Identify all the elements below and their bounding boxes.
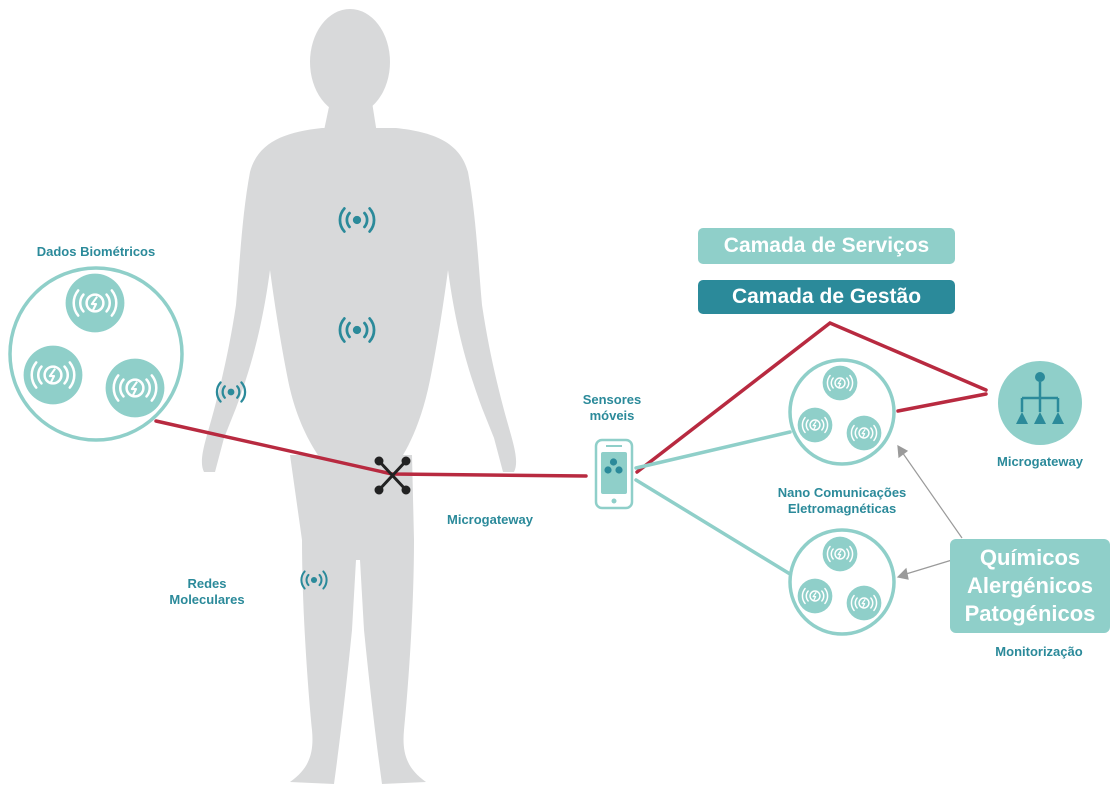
mobile-sensors-label: Sensores móveis	[560, 392, 664, 424]
microgateway-right-label: Microgateway	[976, 454, 1104, 470]
management-layer-badge: Camada de Gestão	[698, 280, 955, 314]
sensor-node-icon	[24, 346, 83, 405]
smartphone-icon	[596, 440, 632, 508]
nano-cluster-bottom	[790, 530, 894, 634]
services-layer-badge: Camada de Serviços	[698, 228, 955, 264]
monitoring-label: Monitorização	[968, 644, 1110, 660]
network-hub-icon	[998, 361, 1082, 445]
sensor-node-icon	[106, 359, 165, 418]
link-sensor-to-nano-top	[636, 432, 790, 468]
sensor-node-icon	[823, 366, 858, 401]
sensor-node-icon	[823, 537, 858, 572]
agent-allergens: Alergénicos	[967, 572, 1093, 600]
agent-chemicals: Químicos	[980, 544, 1080, 572]
biometric-data-label: Dados Biométricos	[8, 244, 184, 260]
nano-cluster-top	[790, 360, 894, 464]
biometric-cluster	[10, 268, 182, 440]
sensor-node-icon	[798, 579, 833, 614]
molecular-networks-label: Redes Moleculares	[142, 576, 272, 608]
agent-pathogens: Patogénicos	[965, 600, 1096, 628]
sensor-node-icon	[847, 586, 882, 621]
microgateway-center-label: Microgateway	[422, 512, 558, 528]
sensor-node-icon	[847, 416, 882, 451]
sensor-node-icon	[798, 408, 833, 443]
link-node-to-microgateway	[898, 394, 986, 411]
body-silhouette	[202, 9, 516, 784]
nano-communications-label: Nano Comunicações Eletromagnéticas	[752, 485, 932, 517]
agents-box: Químicos Alergénicos Patogénicos	[950, 539, 1110, 633]
sensor-node-icon	[66, 274, 125, 333]
